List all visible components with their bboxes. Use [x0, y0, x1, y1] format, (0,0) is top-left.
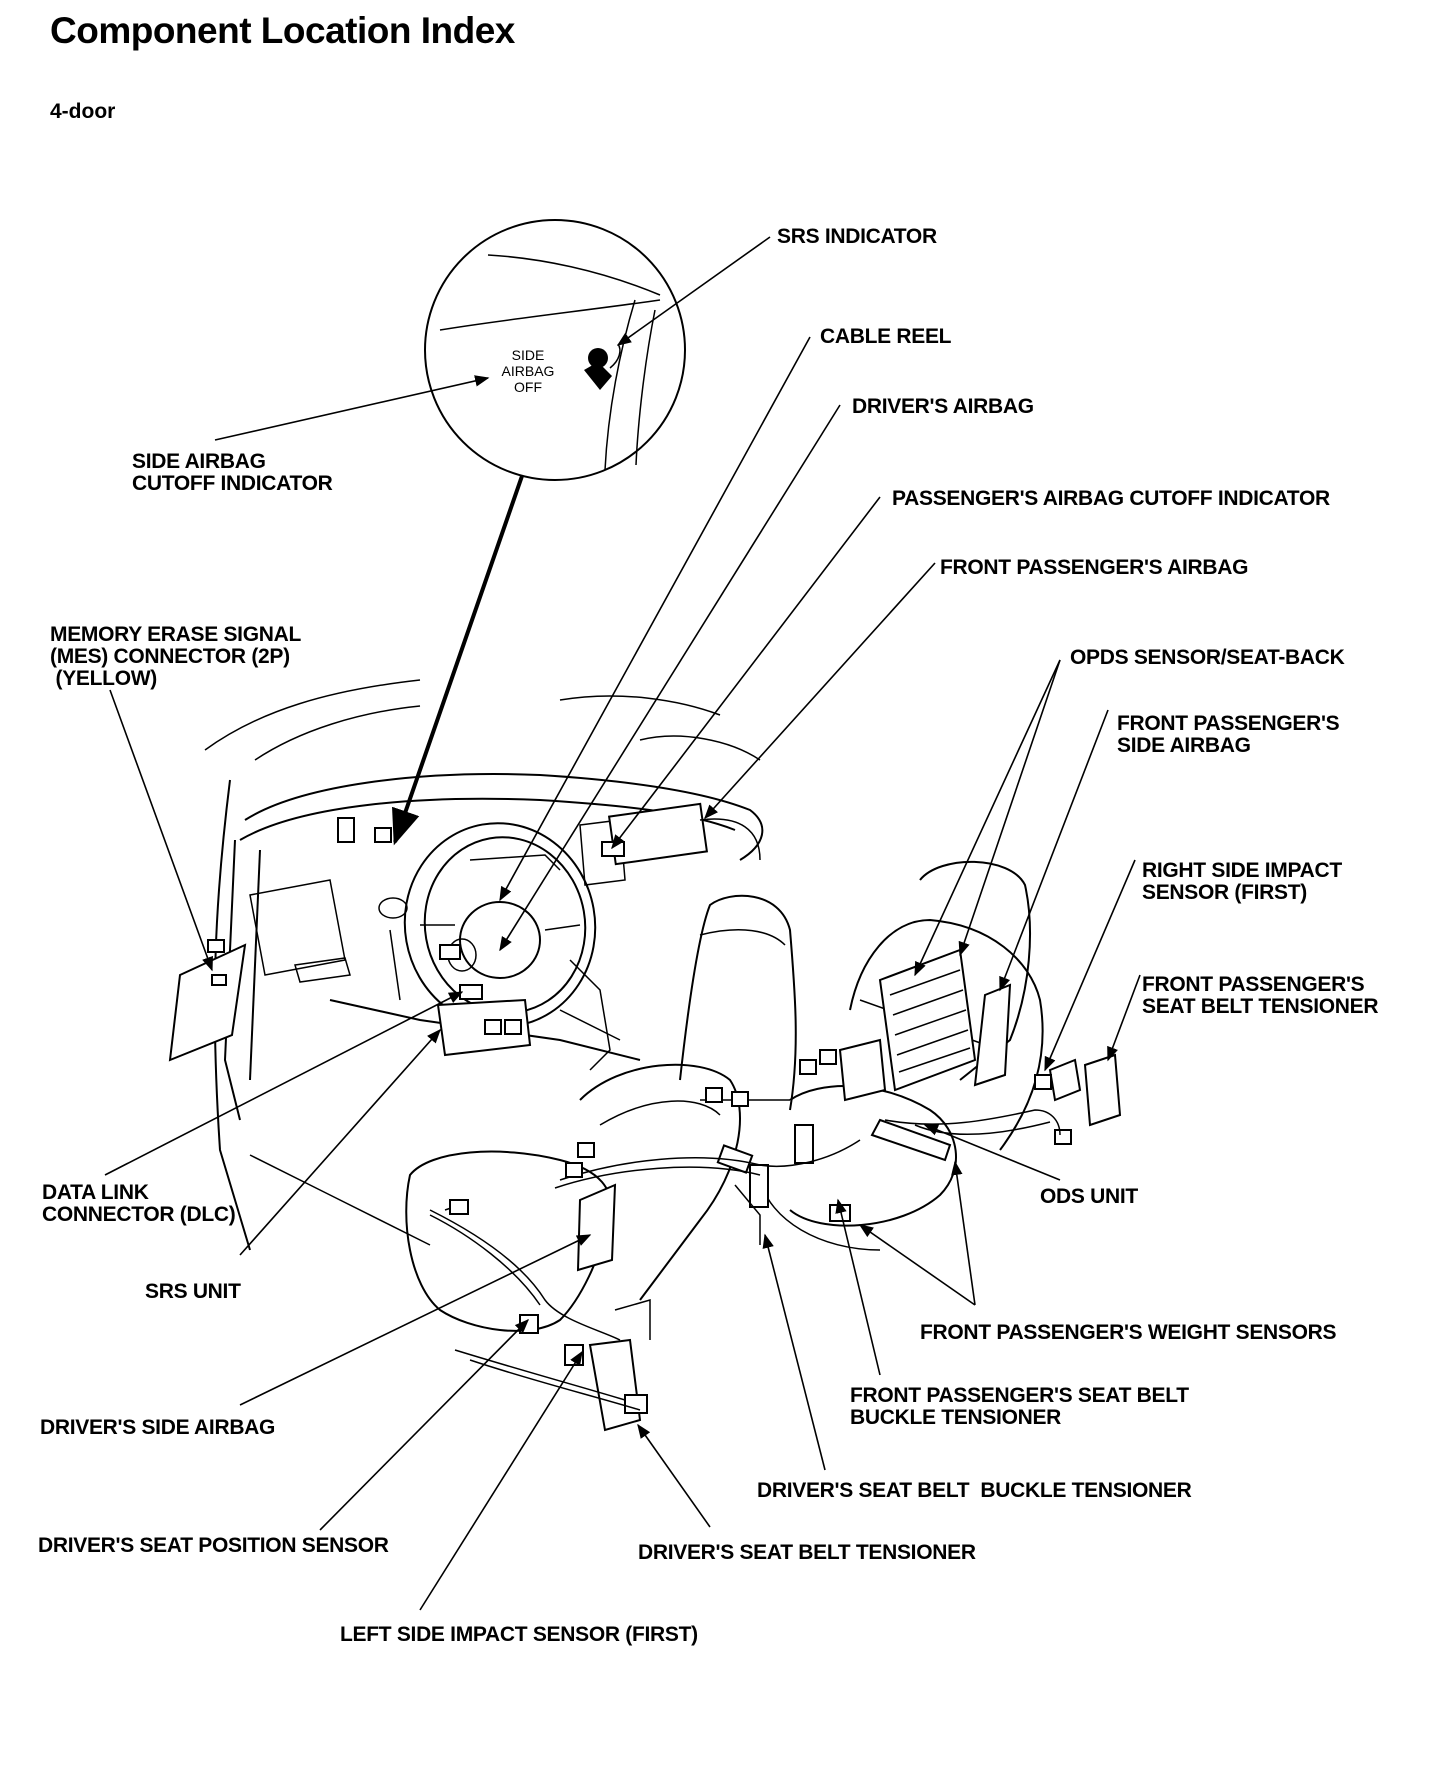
indicator-inset: SIDE AIRBAG OFF — [424, 219, 686, 481]
label-opds-sensor: OPDS SENSOR/SEAT-BACK — [1070, 646, 1345, 669]
inset-text-side: SIDE — [512, 347, 545, 363]
label-drivers-airbag: DRIVER'S AIRBAG — [852, 395, 1034, 418]
inset-text-airbag: AIRBAG — [502, 363, 555, 379]
label-cable-reel: CABLE REEL — [820, 325, 952, 348]
label-drivers-seat-position-sensor: DRIVER'S SEAT POSITION SENSOR — [38, 1534, 389, 1557]
label-front-passengers-seat-belt-tensioner: FRONT PASSENGER'S SEAT BELT TENSIONER — [1142, 973, 1379, 1018]
label-drivers-seat-belt-tensioner: DRIVER'S SEAT BELT TENSIONER — [638, 1541, 976, 1564]
label-drivers-seat-belt-buckle-tensioner: DRIVER'S SEAT BELT BUCKLE TENSIONER — [757, 1479, 1192, 1502]
label-passengers-airbag-cutoff-indicator: PASSENGER'S AIRBAG CUTOFF INDICATOR — [892, 487, 1330, 510]
label-right-side-impact-sensor: RIGHT SIDE IMPACT SENSOR (FIRST) — [1142, 859, 1342, 904]
label-front-passengers-seat-belt-buckle-tensioner: FRONT PASSENGER'S SEAT BELT BUCKLE TENSI… — [850, 1384, 1189, 1429]
inset-text-off: OFF — [514, 379, 542, 395]
label-front-passengers-weight-sensors: FRONT PASSENGER'S WEIGHT SENSORS — [920, 1321, 1337, 1344]
label-srs-unit: SRS UNIT — [145, 1280, 241, 1303]
page-title: Component Location Index — [50, 10, 515, 51]
leader-lines — [104, 236, 1141, 1611]
label-srs-indicator: SRS INDICATOR — [777, 225, 937, 248]
page-subtitle: 4-door — [50, 100, 116, 123]
vehicle-interior-drawing — [168, 679, 1122, 1432]
label-memory-erase-signal-connector: MEMORY ERASE SIGNAL (MES) CONNECTOR (2P)… — [50, 623, 301, 690]
label-ods-unit: ODS UNIT — [1040, 1185, 1138, 1208]
label-front-passengers-airbag: FRONT PASSENGER'S AIRBAG — [940, 556, 1249, 579]
label-drivers-side-airbag: DRIVER'S SIDE AIRBAG — [40, 1416, 276, 1439]
label-front-passengers-side-airbag: FRONT PASSENGER'S SIDE AIRBAG — [1117, 712, 1340, 757]
label-side-airbag-cutoff-indicator: SIDE AIRBAG CUTOFF INDICATOR — [132, 450, 333, 495]
srs-indicator-icon — [588, 348, 608, 368]
label-left-side-impact-sensor: LEFT SIDE IMPACT SENSOR (FIRST) — [340, 1623, 698, 1646]
label-data-link-connector: DATA LINK CONNECTOR (DLC) — [42, 1181, 236, 1226]
